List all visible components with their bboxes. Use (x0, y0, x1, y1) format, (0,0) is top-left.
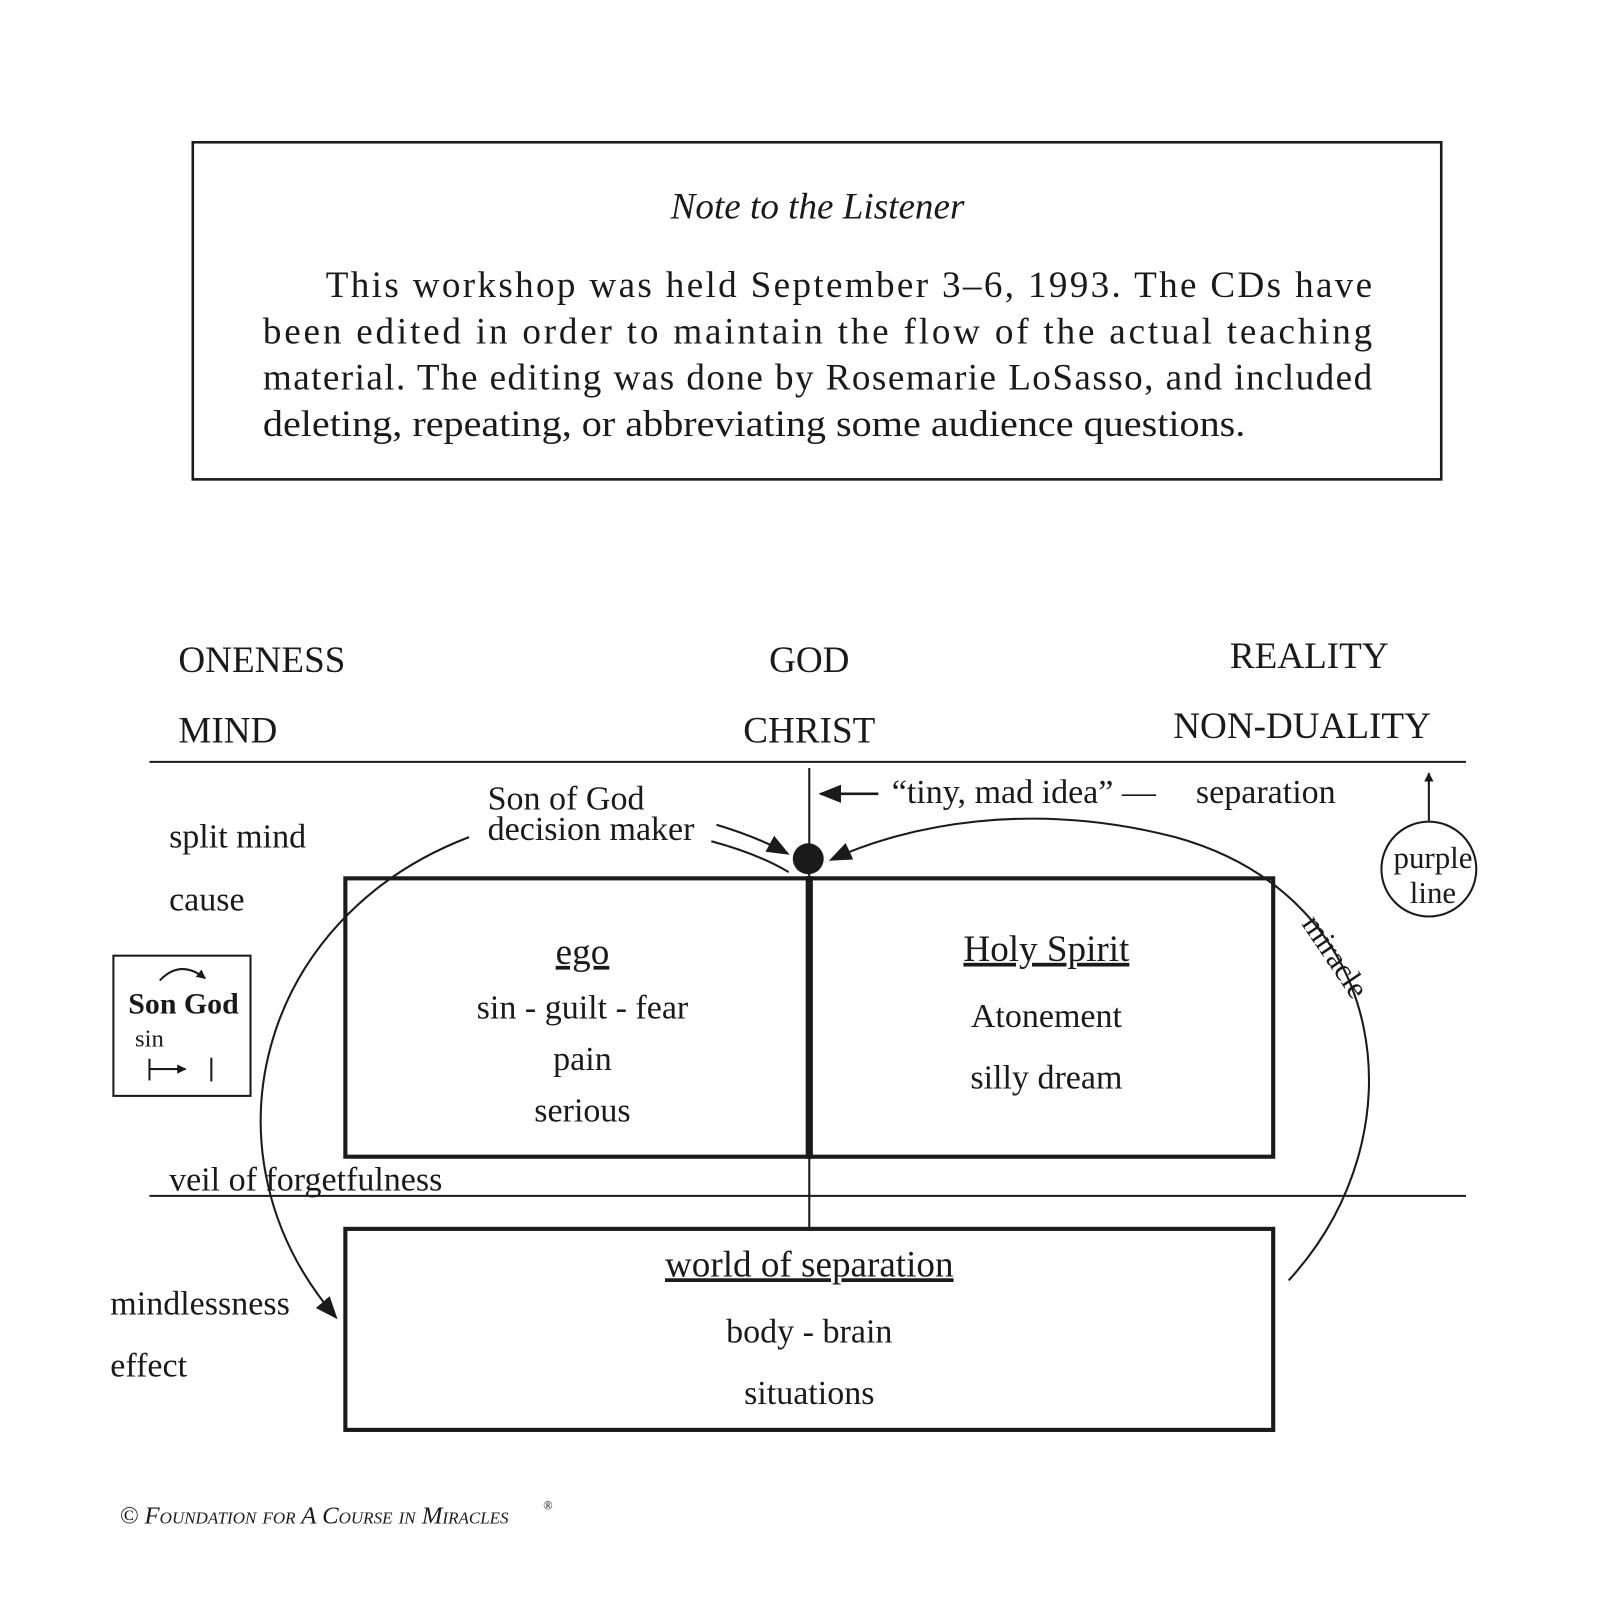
world-item: situations (744, 1375, 874, 1412)
holy-spirit-item: Atonement (971, 998, 1123, 1035)
label-cause: cause (169, 881, 245, 918)
label-line: line (1410, 875, 1456, 910)
note-title: Note to the Listener (670, 187, 965, 228)
decision-maker-arrow (716, 823, 790, 855)
curved-arrow-icon (159, 968, 206, 982)
label-son-god: Son God (128, 987, 239, 1020)
note-line-4: deleting, repeating, or abbreviating som… (263, 404, 1245, 445)
holy-spirit-title: Holy Spirit (963, 929, 1130, 970)
label-decision-maker: decision maker (488, 811, 696, 848)
note-border (191, 140, 1443, 481)
copyright-footer: © Foundation for A Course in Miracles (120, 1503, 509, 1530)
world-item: body - brain (726, 1313, 892, 1350)
note-line-1: This workshop was held September 3–6, 19… (326, 265, 1372, 306)
label-separation: separation (1196, 774, 1336, 811)
projection-arc-arrow (259, 836, 470, 1320)
label-mind: MIND (178, 710, 277, 751)
miracle-arc-arrow (828, 817, 1370, 1282)
holy-spirit-item: silly dream (970, 1060, 1122, 1097)
label-sin: sin (135, 1025, 164, 1052)
label-tiny-mad-idea: “tiny, mad idea” — (892, 774, 1157, 811)
label-son-of-god: Son of God (488, 780, 645, 817)
ego-item: pain (553, 1041, 612, 1078)
decision-maker-line (711, 840, 790, 874)
label-oneness: ONENESS (178, 640, 345, 681)
purple-line-circle (1380, 820, 1478, 918)
label-purple: purple (1394, 840, 1473, 875)
label-effect: effect (110, 1347, 187, 1384)
son-god-box: Son God sin (112, 954, 252, 1097)
label-split-mind: split mind (169, 818, 306, 855)
label-non-duality: NON-DUALITY (1173, 706, 1431, 747)
label-god: GOD (769, 640, 849, 681)
label-christ: CHRIST (743, 710, 875, 751)
label-mindlessness: mindlessness (110, 1285, 290, 1322)
ego-item: sin - guilt - fear (477, 990, 689, 1027)
label-reality: REALITY (1230, 636, 1389, 677)
note-line-2: been edited in order to maintain the flo… (263, 311, 1372, 352)
decision-maker-dot (792, 843, 824, 875)
diagram: ONENESS MIND GOD CHRIST REALITY NON-DUAL… (110, 636, 1478, 1432)
note-to-listener: Note to the Listener This workshop was h… (191, 140, 1443, 481)
registered-mark: ® (543, 1498, 552, 1512)
label-veil-of-forgetfulness: veil of forgetfulness (169, 1162, 442, 1199)
label-miracle: miracle (1295, 908, 1376, 1004)
ego-title: ego (556, 932, 610, 973)
note-line-3: material. The editing was done by Rosema… (263, 358, 1373, 399)
world-title: world of separation (665, 1244, 954, 1285)
world-box (343, 1226, 1276, 1432)
ego-item: serious (534, 1093, 630, 1130)
